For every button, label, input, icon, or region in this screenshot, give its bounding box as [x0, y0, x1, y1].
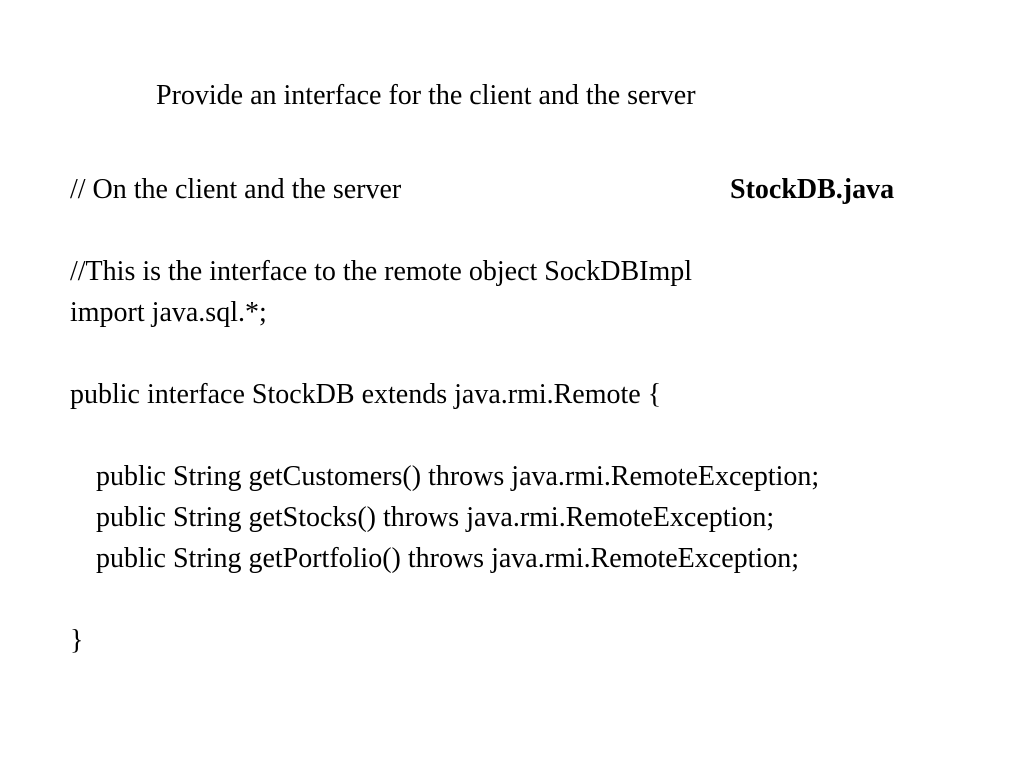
file-name: StockDB.java: [730, 174, 895, 205]
code-closing-brace: }: [70, 625, 84, 656]
code-comment-interface: //This is the interface to the remote ob…: [70, 256, 693, 287]
code-import: import java.sql.*;: [70, 297, 267, 328]
code-method-get-customers: public String getCustomers() throws java…: [96, 461, 820, 492]
code-interface-declaration: public interface StockDB extends java.rm…: [70, 379, 662, 410]
code-method-get-stocks: public String getStocks() throws java.rm…: [96, 502, 775, 533]
code-method-get-portfolio: public String getPortfolio() throws java…: [96, 543, 799, 574]
slide-title: Provide an interface for the client and …: [156, 80, 696, 111]
code-comment-client-server: // On the client and the server: [70, 174, 402, 205]
